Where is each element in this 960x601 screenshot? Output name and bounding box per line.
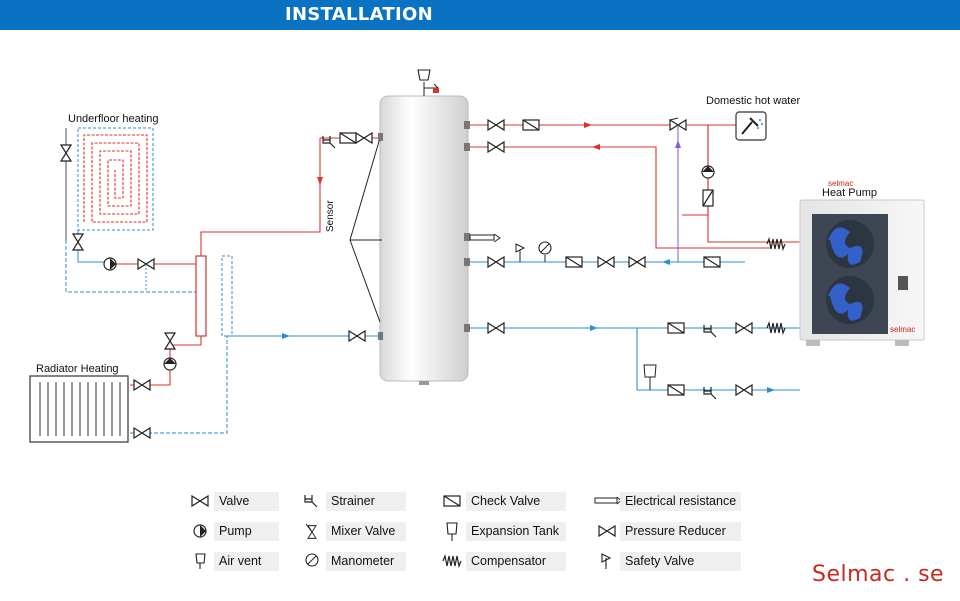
expansion-tank [643, 364, 657, 390]
heat-pump-unit [799, 199, 925, 346]
underfloor-pump [103, 257, 117, 271]
electrical-resistance-icon [594, 496, 620, 505]
legend-expansion-tank: Expansion Tank [440, 521, 566, 541]
underfloor-valve [72, 233, 84, 251]
tank-check-valve [339, 132, 357, 144]
fill-strainer [703, 386, 717, 400]
legend-pump: Pump [188, 521, 279, 541]
pressure-reducer [597, 256, 615, 268]
legend-compensator: Compensator [440, 551, 566, 571]
dhw-circ-pump [701, 165, 715, 179]
electrical-resistance [469, 233, 501, 243]
pump-icon [193, 524, 207, 538]
heat-pump-brand-bottom: selmac [890, 325, 916, 334]
legend-manometer: Manometer [300, 551, 406, 571]
radiator-mixer [164, 332, 176, 350]
air-vent-icon [195, 553, 206, 569]
legend-pressure-reducer: Pressure Reducer [594, 521, 741, 541]
sensor-label: Sensor [325, 200, 336, 232]
cold-inlet-valve [487, 256, 505, 268]
legend-valve: Valve [188, 491, 279, 511]
fill-valve [735, 384, 753, 396]
header-banner: INSTALLATION [0, 0, 960, 30]
hp-valve [735, 322, 753, 334]
page-title: INSTALLATION [285, 4, 433, 25]
return-valve-top [487, 141, 505, 153]
buffer-tank [379, 95, 469, 382]
hp-strainer [703, 324, 717, 338]
radiator [29, 375, 129, 443]
pressure-reducer-icon [598, 525, 616, 537]
dhw-circ-check [702, 189, 714, 207]
domestic-hot-water-label: Domestic hot water [706, 95, 801, 107]
legend-air-vent: Air vent [188, 551, 279, 571]
dhw-valve [487, 119, 505, 131]
underfloor-coil [77, 127, 154, 231]
valve-icon [191, 495, 209, 507]
compensator-icon [442, 555, 462, 567]
safety-valve-icon [601, 553, 612, 569]
underfloor-valve-top [60, 144, 72, 162]
compensator-cold [766, 322, 786, 334]
expansion-tank-icon [446, 522, 458, 541]
heat-pump-brand-top: selmac [828, 179, 854, 188]
manometer-icon [305, 553, 319, 567]
legend-check-valve: Check Valve [440, 491, 566, 511]
sensor-lines [349, 137, 382, 323]
tank-cold-inlet-valve [348, 330, 366, 342]
shower-icon [735, 111, 767, 141]
cold-valve-2 [628, 256, 646, 268]
hp-return-valve [487, 322, 505, 334]
legend-mixer-valve: Mixer Valve [300, 521, 406, 541]
mixer-valve-icon [305, 523, 317, 539]
radiator-valve-bottom [133, 427, 151, 439]
legend-safety-valve: Safety Valve [594, 551, 741, 571]
legend-strainer: Strainer [300, 491, 406, 511]
brand-watermark: Selmac . se [812, 562, 945, 587]
radiator-valve-top [133, 379, 151, 391]
dhw-check-valve [522, 119, 540, 131]
cold-check-valve-2 [703, 256, 721, 268]
check-valve-icon [443, 495, 461, 507]
strainer-icon [304, 494, 318, 508]
hydraulic-separator [195, 255, 207, 337]
underfloor-heating-label: Underfloor heating [68, 113, 159, 125]
hp-check-valve [667, 322, 685, 334]
radiator-heating-label: Radiator Heating [36, 363, 119, 375]
tank-air-vent [417, 69, 439, 96]
legend-electrical-resistance: Electrical resistance [594, 491, 741, 511]
heat-pump-label: Heat Pump [822, 187, 878, 199]
radiator-pump [163, 357, 177, 371]
tank-top-valve [355, 132, 373, 144]
cold-check-valve [565, 256, 583, 268]
fill-check-valve [667, 384, 685, 396]
